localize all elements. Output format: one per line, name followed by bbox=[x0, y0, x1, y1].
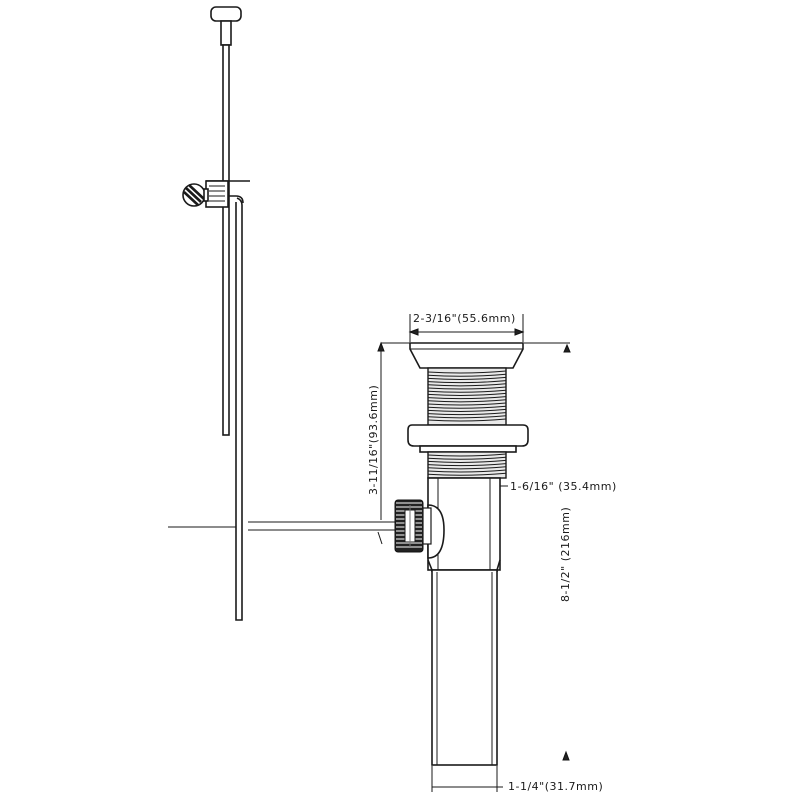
overall-length-label: 8-1/2" (216mm) bbox=[559, 507, 572, 602]
thread-line bbox=[427, 373, 507, 377]
clevis-strap bbox=[235, 197, 243, 621]
thread-line bbox=[427, 399, 507, 403]
tailpiece bbox=[431, 569, 498, 766]
thread-line bbox=[427, 469, 507, 473]
strap-bend bbox=[213, 195, 244, 204]
thread-line bbox=[427, 415, 507, 419]
thread-line bbox=[427, 386, 507, 390]
lower-threads bbox=[427, 453, 507, 476]
thread-line bbox=[427, 466, 507, 470]
flange-diameter-label: 2-3/16"(55.6mm) bbox=[413, 312, 516, 325]
thread-line bbox=[427, 370, 507, 374]
tailpiece-diameter-label: 1-1/4"(31.7mm) bbox=[508, 780, 603, 793]
pivot-boss bbox=[427, 504, 445, 559]
clevis-screw-block bbox=[205, 180, 229, 208]
thread-line bbox=[427, 396, 507, 400]
upper-threaded-body bbox=[427, 367, 507, 426]
thread-line bbox=[427, 472, 507, 476]
lift-rod-knob bbox=[210, 6, 242, 22]
lift-rod-assembly bbox=[182, 6, 250, 621]
thread-line bbox=[427, 389, 507, 393]
lift-rod bbox=[222, 44, 230, 436]
thread-line bbox=[427, 456, 507, 460]
pivot-rod bbox=[168, 520, 396, 545]
thread-line bbox=[427, 408, 507, 412]
thread-line bbox=[427, 405, 507, 409]
lift-rod-knob-neck bbox=[220, 20, 232, 46]
thread-line bbox=[427, 412, 507, 416]
body-height-label: 3-11/16"(93.6mm) bbox=[367, 385, 380, 495]
drain-locknut bbox=[407, 424, 529, 447]
dimension-lines bbox=[377, 314, 571, 792]
thread-line bbox=[427, 402, 507, 406]
thread-line bbox=[427, 453, 507, 457]
drain-washer bbox=[419, 445, 517, 453]
drain-flange bbox=[409, 342, 524, 369]
thread-line bbox=[427, 459, 507, 463]
body-diameter-label: 1-6/16" (35.4mm) bbox=[510, 480, 617, 493]
thread-line bbox=[427, 380, 507, 384]
thread-line bbox=[427, 392, 507, 396]
upper-threads bbox=[427, 370, 507, 422]
thread-line bbox=[427, 463, 507, 467]
thread-line bbox=[427, 383, 507, 387]
thread-line bbox=[427, 376, 507, 380]
thread-line bbox=[427, 418, 507, 422]
drain-body bbox=[394, 342, 529, 766]
